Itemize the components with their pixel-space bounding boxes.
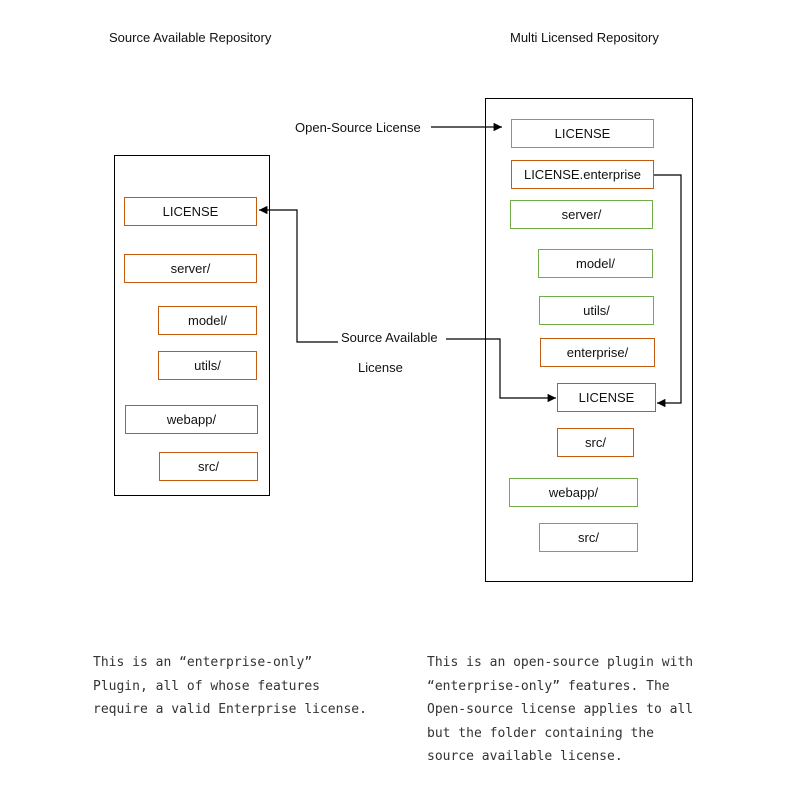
open-source-license-label: Open-Source License	[295, 120, 421, 135]
right-repo-container	[485, 98, 693, 582]
left-note-line: require a valid Enterprise license.	[93, 702, 367, 717]
left-note-line: This is an “enterprise-only”	[93, 655, 313, 670]
left-src-folder: src/	[159, 452, 258, 481]
enterprise-license-arrow	[654, 174, 682, 408]
right-note-line: Open-source license applies to all	[427, 702, 694, 717]
right-license-enterprise-file: LICENSE.enterprise	[511, 160, 654, 189]
right-enterprise-folder: enterprise/	[540, 338, 655, 367]
source-available-label-line1: Source Available	[341, 330, 438, 345]
right-note-line: “enterprise-only” features. The	[427, 678, 670, 694]
left-license-file: LICENSE	[124, 197, 257, 226]
left-utils-folder: utils/	[158, 351, 257, 380]
left-repo-container	[114, 155, 270, 496]
left-repo-title: Source Available Repository	[109, 30, 272, 45]
source-available-label-line2: License	[358, 360, 403, 375]
right-repo-title: Multi Licensed Repository	[510, 30, 659, 45]
right-webapp-folder: webapp/	[509, 478, 638, 507]
right-src-folder: src/	[539, 523, 638, 552]
source-available-arrow-right	[446, 338, 556, 403]
left-note: This is an “enterprise-only” Plugin, all…	[93, 651, 367, 722]
right-server-folder: server/	[510, 200, 653, 229]
right-utils-folder: utils/	[539, 296, 654, 325]
right-note-line: source available license.	[427, 749, 623, 764]
left-model-folder: model/	[158, 306, 257, 335]
right-license-file: LICENSE	[511, 119, 654, 148]
right-model-folder: model/	[538, 249, 653, 278]
left-webapp-folder: webapp/	[125, 405, 258, 434]
source-available-arrow-left	[259, 205, 338, 343]
right-enterprise-src-folder: src/	[557, 428, 634, 457]
right-note-line: but the folder containing the	[427, 725, 654, 741]
right-note: This is an open-source plugin with “ente…	[427, 651, 693, 769]
right-enterprise-license-file: LICENSE	[557, 383, 656, 412]
left-server-folder: server/	[124, 254, 257, 283]
left-note-line: Plugin, all of whose features	[93, 678, 320, 694]
right-note-line: This is an open-source plugin with	[427, 655, 694, 670]
